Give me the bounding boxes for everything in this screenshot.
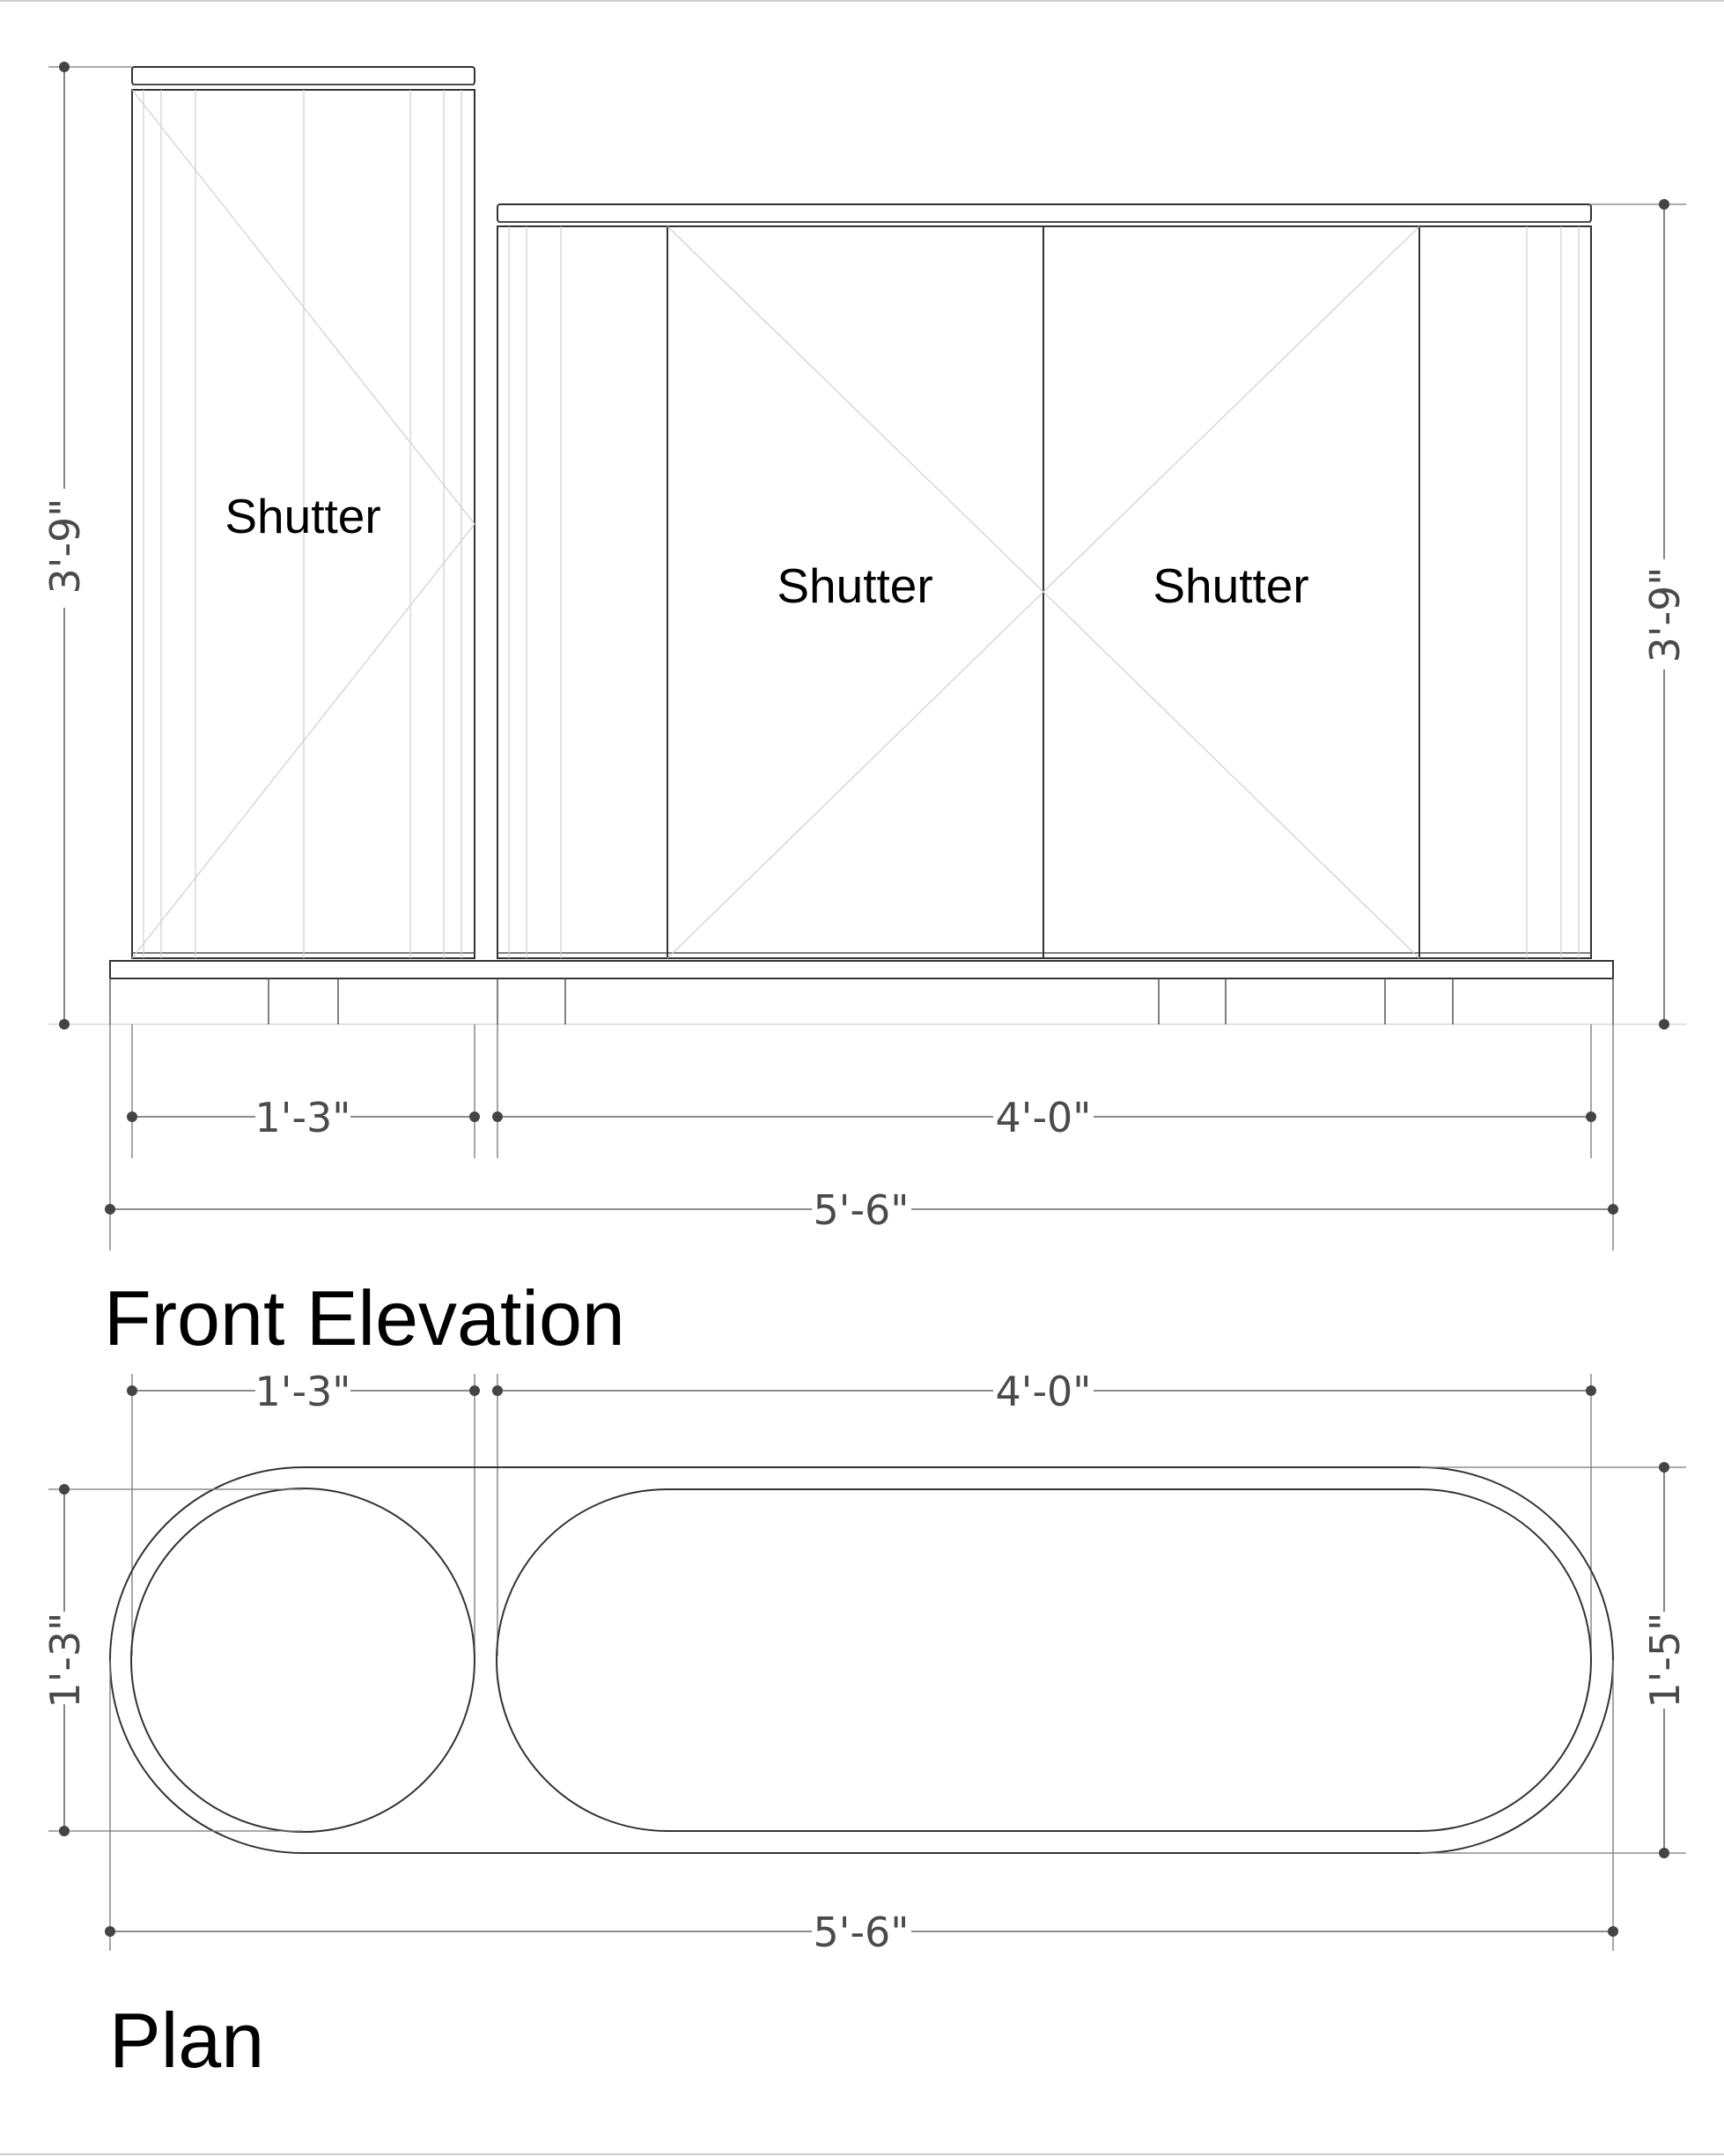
elevation-right-width-label: 4'-0" bbox=[996, 1094, 1092, 1141]
elevation-overall-width-label: 5'-6" bbox=[814, 1186, 910, 1234]
plinth bbox=[109, 960, 1614, 1024]
right-height-label: 3'-9" bbox=[1641, 567, 1689, 663]
plan-drawing: 1'-3" 4'-0" 1'-3" bbox=[41, 1368, 1689, 2084]
elevation-left-width-label: 1'-3" bbox=[255, 1094, 351, 1141]
low-cabinet-top bbox=[497, 203, 1592, 223]
plan-round-cabinet bbox=[130, 1488, 475, 1833]
plan-long-cabinet bbox=[496, 1488, 1592, 1832]
left-height-label: 3'-9" bbox=[41, 498, 89, 594]
plan-left-depth-dimension: 1'-3" bbox=[41, 1484, 303, 1836]
elevation-width-dimensions: 1'-3" 4'-0" 5'-6" bbox=[105, 978, 1618, 1251]
plan-title: Plan bbox=[109, 1997, 264, 2084]
shutter-label-left: Shutter bbox=[777, 558, 932, 613]
shutter-label-tall: Shutter bbox=[225, 489, 380, 543]
plan-right-width-label: 4'-0" bbox=[996, 1368, 1092, 1415]
plan-right-depth-dimension: 1'-5" bbox=[1420, 1462, 1689, 1858]
front-elevation-title: Front Elevation bbox=[104, 1274, 625, 1362]
tall-cabinet-top bbox=[131, 66, 475, 85]
plinth-slab bbox=[109, 960, 1614, 979]
low-cabinet bbox=[497, 203, 1592, 959]
plan-overall-width-label: 5'-6" bbox=[814, 1909, 910, 1956]
tall-cabinet bbox=[131, 66, 475, 959]
plan-left-depth-label: 1'-3" bbox=[41, 1613, 89, 1709]
front-elevation-drawing: Shutter Shutter Shutter 3'-9" 3'-9" bbox=[41, 62, 1689, 1362]
left-height-dimension: 3'-9" bbox=[41, 62, 132, 1030]
plan-overall-width-dimension: 5'-6" bbox=[105, 1660, 1618, 1956]
plan-outer-outline bbox=[109, 1466, 1614, 1854]
right-height-dimension: 3'-9" bbox=[1591, 199, 1689, 1030]
plan-right-depth-label: 1'-5" bbox=[1641, 1613, 1689, 1709]
shutter-label-right: Shutter bbox=[1153, 558, 1308, 613]
plan-width-dimensions-top: 1'-3" 4'-0" bbox=[127, 1368, 1596, 1656]
plan-left-width-label: 1'-3" bbox=[255, 1368, 351, 1415]
